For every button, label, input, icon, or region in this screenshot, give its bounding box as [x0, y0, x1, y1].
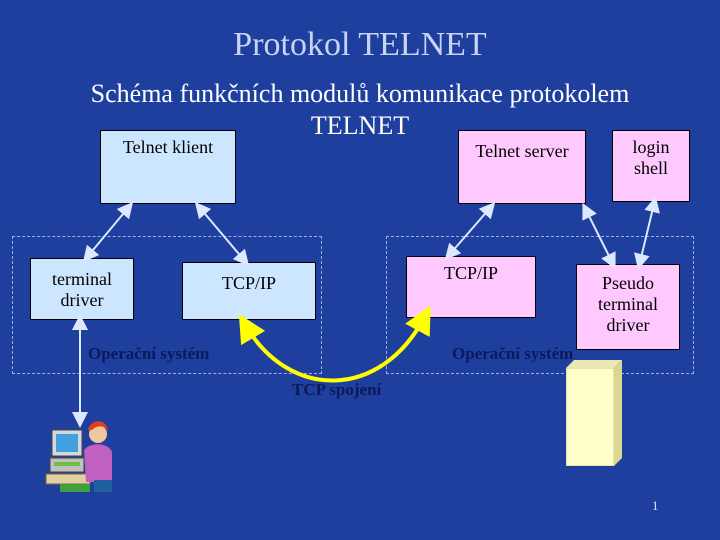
arrow-login-pseudo: [640, 204, 654, 262]
tcp-connection-arrow: [246, 318, 424, 381]
arrow-client-terminal: [88, 208, 128, 256]
arrow-server-tcpip: [450, 208, 490, 254]
user-at-computer-icon: [42, 420, 118, 494]
tcp-connection-label: TCP spojení: [292, 380, 381, 400]
page-number: 1: [652, 498, 659, 514]
arrow-client-tcpip: [200, 208, 244, 260]
arrow-shell-pseudo: [586, 210, 612, 262]
